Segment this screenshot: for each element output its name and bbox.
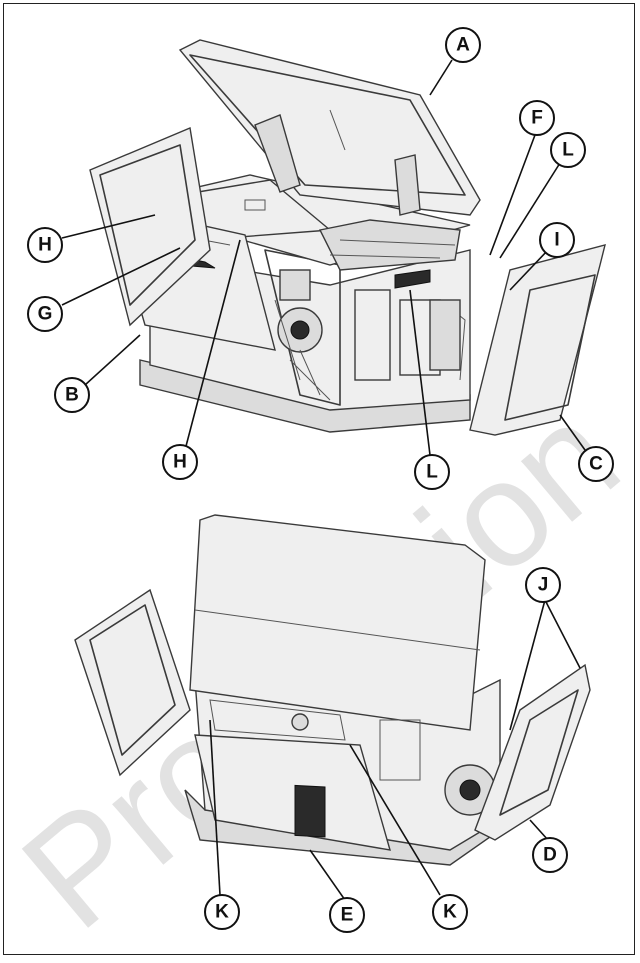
left-side-door-rear [74,588,191,777]
left-side-door [89,127,211,327]
callout-j: J [525,567,561,603]
callout-h-bottom: H [162,444,198,480]
callout-c: C [578,446,614,482]
callout-d-label: D [543,845,557,866]
callout-k-right-label: K [443,902,457,923]
lid-open-rear [189,514,486,731]
vent-grille [294,784,326,838]
callout-b-label: B [65,385,79,406]
callout-h-left: H [27,227,63,263]
callout-k-left-label: K [215,902,229,923]
callout-l-bottom: L [414,454,450,490]
callout-l-top-label: L [562,140,574,161]
callout-f: F [519,100,555,136]
callout-a: A [445,27,481,63]
front-panel-e [194,734,391,851]
callout-c-label: C [589,454,603,475]
callout-e: E [329,897,365,933]
callout-f-label: F [531,108,543,129]
callout-l-top: L [550,132,586,168]
generator-bottom-view [74,514,591,866]
callout-a-label: A [456,35,470,56]
callout-k-left: K [204,894,240,930]
callout-i: I [539,222,575,258]
callout-i-label: I [554,230,559,251]
generator-top-view [89,39,606,436]
callout-g-label: G [38,304,53,325]
callout-d: D [532,837,568,873]
side-door-d [474,663,591,841]
callout-e-label: E [341,905,354,926]
callout-g: G [27,296,63,332]
callout-l-bottom-label: L [426,462,438,483]
callout-h-left-label: H [38,235,52,256]
leader-lines [61,59,586,901]
callout-k-right: K [432,894,468,930]
callout-j-label: J [538,575,549,596]
callout-b: B [54,377,90,413]
callout-h-bottom-label: H [173,452,187,473]
side-door-c [469,244,606,436]
